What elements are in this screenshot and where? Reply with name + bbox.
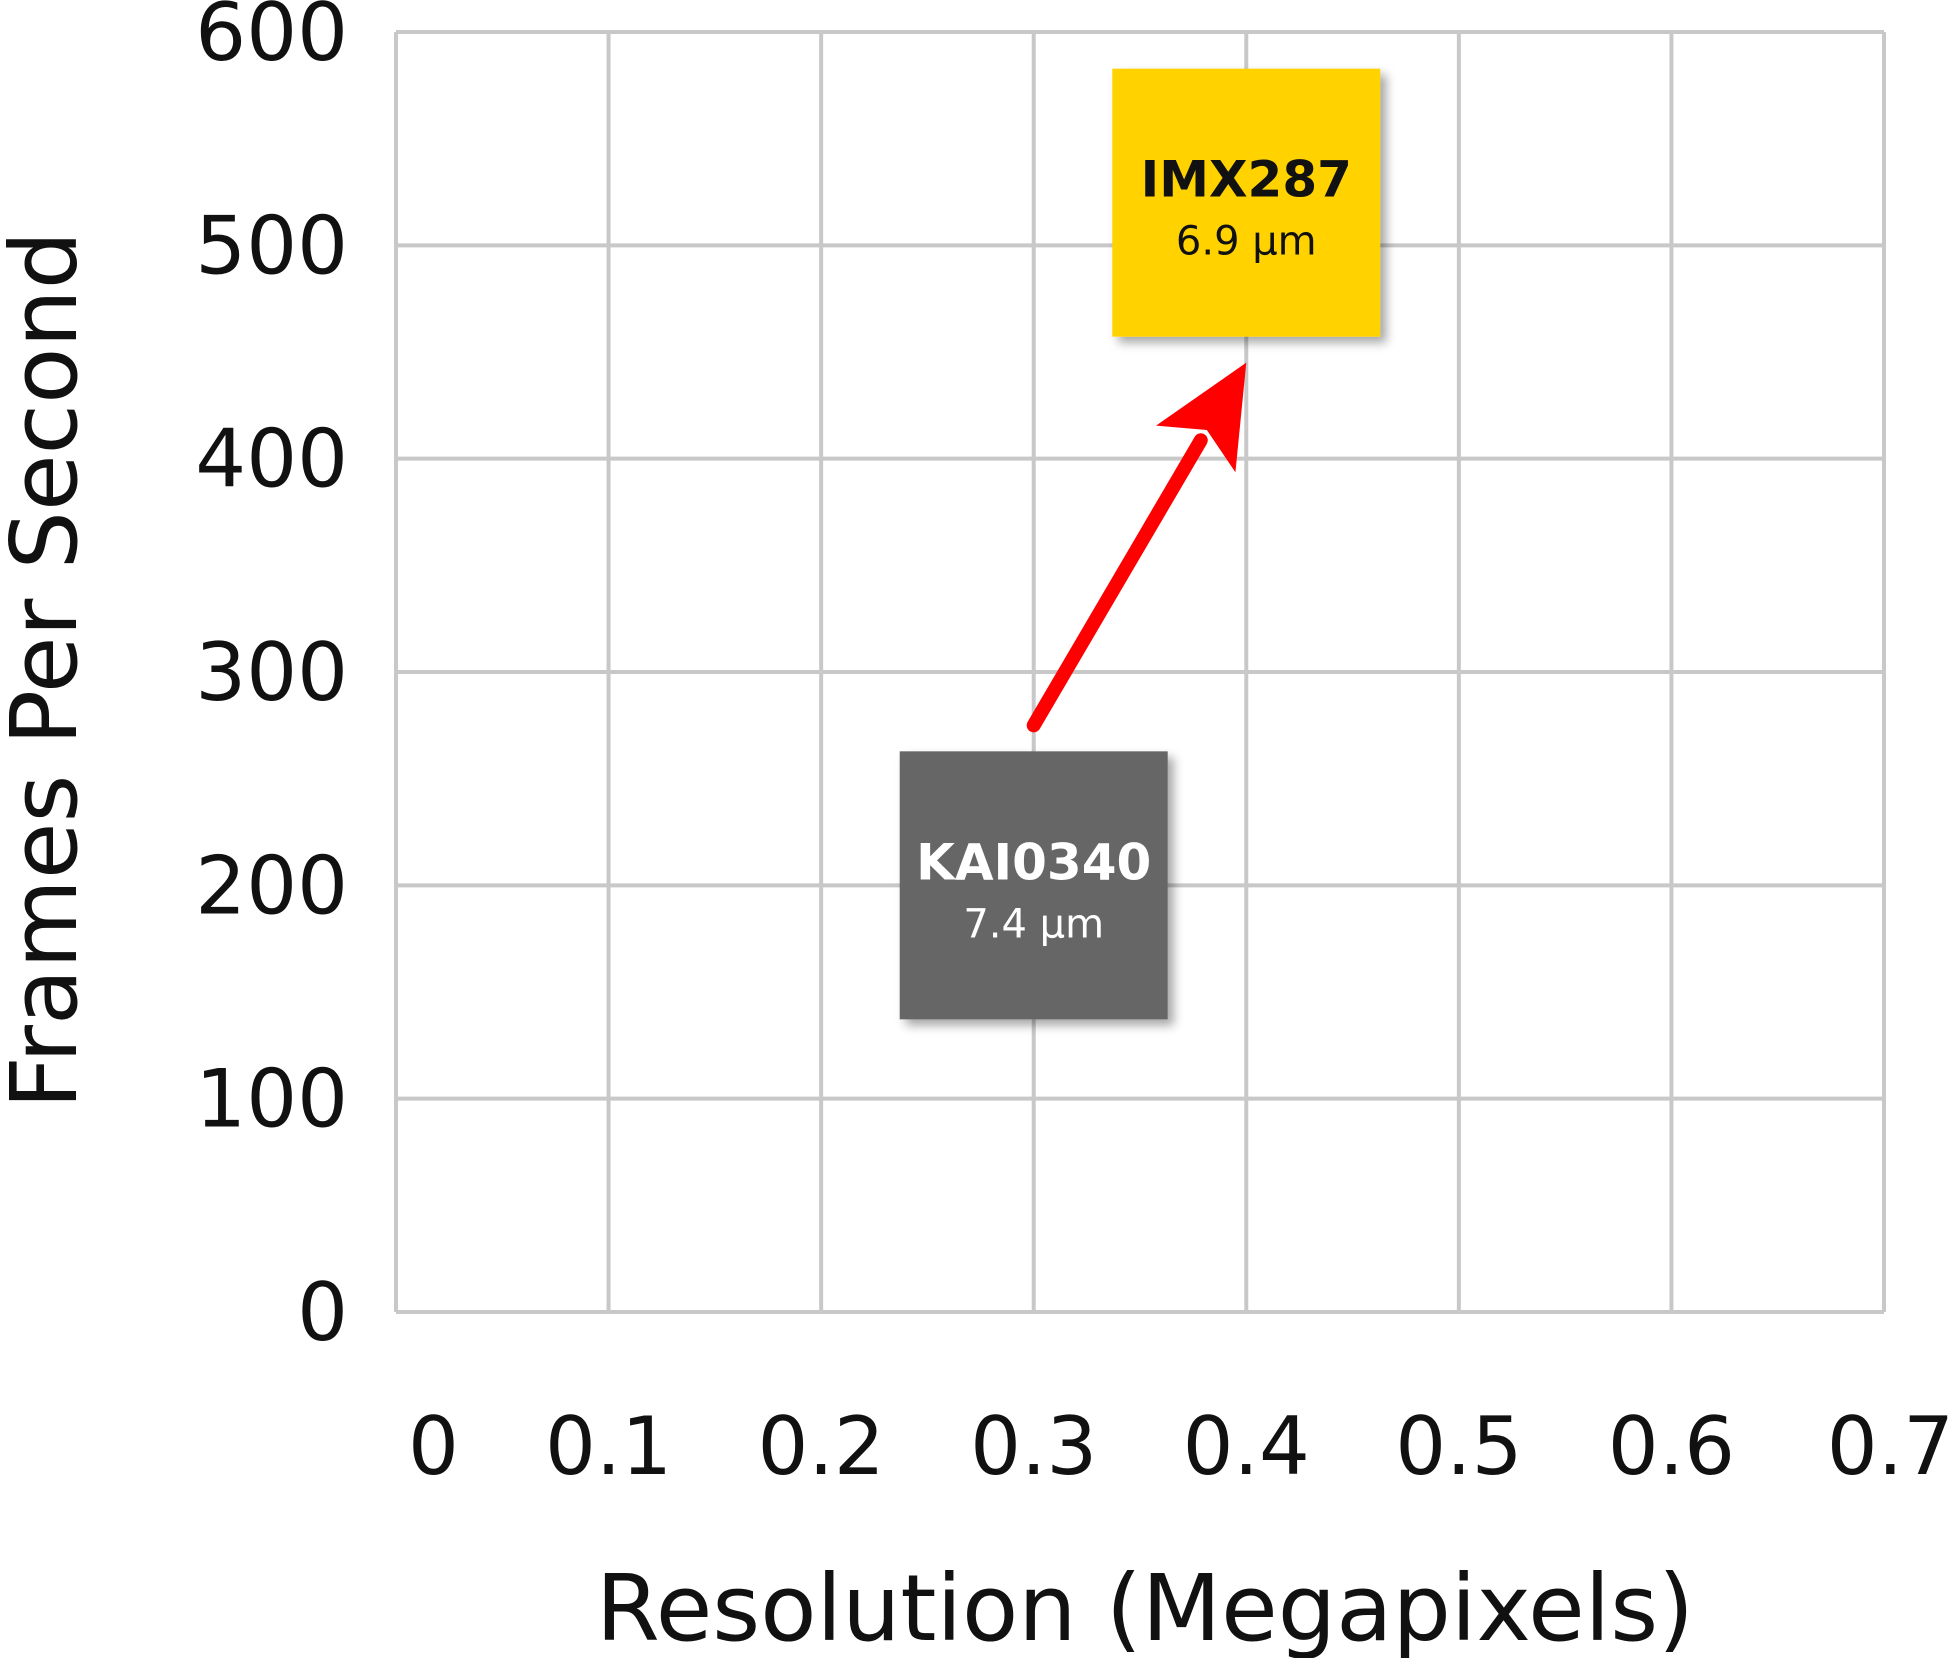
x-axis-title: Resolution (Megapixels) <box>596 1555 1694 1658</box>
arrow-head <box>1156 362 1247 473</box>
x-axis-tick-labels: 0 0.1 0.2 0.3 0.4 0.5 0.6 0.7 <box>408 1400 1954 1493</box>
y-axis-title: Frames Per Second <box>0 231 98 1109</box>
data-point-box <box>1112 68 1381 337</box>
x-tick-label: 0.3 <box>970 1400 1097 1493</box>
data-point-label: KAI0340 <box>916 833 1151 891</box>
y-tick-label: 400 <box>195 413 348 506</box>
data-points: KAI0340 7.4 µm IMX287 6.9 µm <box>899 68 1381 1020</box>
y-tick-label: 300 <box>195 626 348 719</box>
x-tick-label: 0.2 <box>758 1400 885 1493</box>
data-point-imx287: IMX287 6.9 µm <box>1112 68 1381 337</box>
data-point-sublabel: 6.9 µm <box>1176 219 1317 265</box>
x-tick-label: 0.7 <box>1827 1400 1954 1493</box>
x-tick-label: 0.6 <box>1608 1400 1735 1493</box>
x-tick-label: 0.4 <box>1183 1400 1310 1493</box>
y-tick-label: 600 <box>195 0 348 79</box>
y-tick-label: 0 <box>297 1266 348 1359</box>
annotation-arrows <box>1026 362 1247 733</box>
x-tick-label: 0.1 <box>545 1400 672 1493</box>
data-point-box <box>899 751 1168 1020</box>
data-point-sublabel: 7.4 µm <box>963 901 1104 947</box>
data-point-label: IMX287 <box>1141 151 1352 209</box>
arrow-shaft <box>1026 433 1208 733</box>
y-tick-label: 500 <box>195 199 348 292</box>
y-tick-label: 200 <box>195 839 348 932</box>
x-tick-label: 0 <box>408 1400 459 1493</box>
y-axis-tick-labels: 0 100 200 300 400 500 600 <box>195 0 348 1359</box>
data-point-kai0340: KAI0340 7.4 µm <box>899 751 1168 1020</box>
y-tick-label: 100 <box>195 1053 348 1146</box>
x-tick-label: 0.5 <box>1395 1400 1522 1493</box>
